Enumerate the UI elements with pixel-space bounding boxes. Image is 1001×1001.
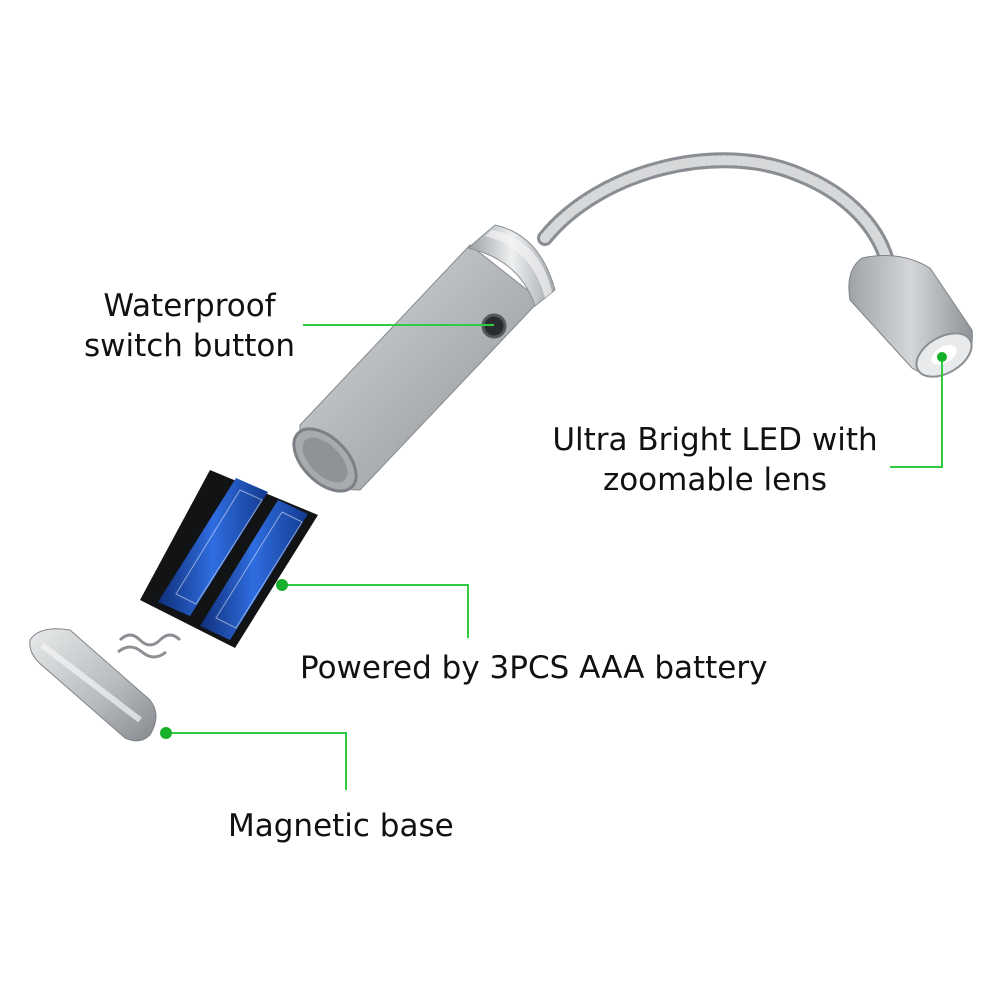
switch-label-line-1: Waterproof (103, 288, 276, 324)
led-head (848, 255, 973, 378)
magnetic-base (29, 628, 182, 742)
battery-label: Powered by 3PCS AAA battery (300, 650, 768, 686)
gooseneck (537, 152, 896, 273)
led-lens-label: Ultra Bright LED with zoomable lens (540, 420, 890, 500)
battery-holder (140, 470, 318, 648)
flashlight-body (292, 224, 556, 493)
switch-label-line-2: switch button (83, 328, 296, 364)
callout-battery (276, 579, 469, 638)
led-label-line-2: zoomable lens (602, 462, 828, 498)
callout-base (160, 727, 347, 790)
callout-led (890, 352, 947, 468)
led-label-line-1: Ultra Bright LED with (552, 422, 878, 458)
magnetic-base-label: Magnetic base (228, 808, 454, 844)
switch-button-label: Waterproof switch button (72, 286, 307, 366)
